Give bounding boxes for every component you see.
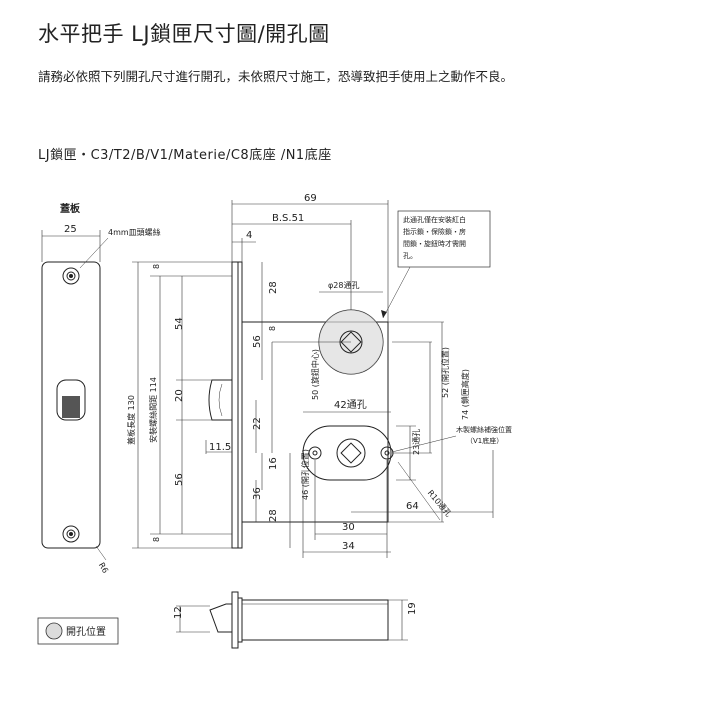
top-dimensions: 69 B.S.51 4 φ28通孔 — [231, 193, 389, 322]
bottom-screw — [62, 525, 80, 543]
dim-36: 36 — [252, 487, 263, 500]
legend-swatch — [45, 622, 63, 640]
dim-69: 69 — [304, 193, 317, 204]
faceplate-width: 25 — [64, 224, 77, 235]
dim-50: 50 (旋鈕中心) — [310, 349, 320, 400]
dim-46: 46 (開孔位置) — [300, 449, 310, 500]
latch-bolt — [208, 379, 233, 421]
dim-8-top: 8 — [152, 264, 161, 269]
dim-23: 23通孔 — [411, 429, 421, 455]
side-view: 12 19 — [173, 591, 418, 649]
faceplate-length: 蓋板長度 130 — [126, 395, 136, 445]
lower-oblong-hole — [302, 425, 392, 481]
dim-74: 74 (鎖匣高度) — [460, 369, 470, 420]
wood-screw-note: 木製螺絲補強位置 （V1底座） — [391, 425, 512, 453]
dim-42: 42通孔 — [334, 399, 367, 411]
screw-label: 4mm皿頭螺絲 — [108, 227, 161, 237]
faceplate-label: 蓋板 — [60, 202, 81, 215]
note-line-2: 指示鎖・保險鎖・房 — [403, 227, 466, 236]
dim-8-bottom: 8 — [152, 537, 161, 542]
dim-30: 30 — [342, 522, 355, 533]
page-subtitle: 請務必依照下列開孔尺寸進行開孔，未依照尺寸施工，恐導致把手使用上之動作不良。 — [38, 69, 514, 84]
bottom-dimensions: 42通孔 30 34 64 R10通孔 23通孔 — [302, 399, 493, 558]
dim-52: 52 (開孔位置) — [440, 347, 450, 398]
dim-4: 4 — [246, 230, 252, 241]
dim-28-bottom: 28 — [268, 509, 279, 522]
dim-22: 22 — [252, 417, 263, 430]
note-line-4: 孔。 — [403, 252, 417, 260]
top-screw — [62, 267, 80, 285]
faceplate-outline — [41, 261, 101, 549]
dim-backset: B.S.51 — [272, 213, 304, 224]
dim-16: 16 — [268, 457, 279, 470]
dim-phi28: φ28通孔 — [328, 280, 359, 290]
legend: 開孔位置 — [37, 617, 119, 645]
front-edge — [231, 261, 239, 549]
case-side — [241, 599, 389, 641]
wood-note-line-1: 木製螺絲補強位置 — [456, 425, 512, 434]
note-line-3: 間鎖・旋鈕時才需開 — [403, 239, 466, 248]
page-title: 水平把手 LJ鎖匣尺寸圖/開孔圖 — [38, 22, 330, 46]
latch-side — [209, 603, 233, 633]
dim-56-mid: 56 — [252, 335, 263, 348]
dim-64: 64 — [406, 501, 419, 512]
screw-pitch: 安裝螺絲間距 114 — [148, 377, 158, 443]
dim-11-5: 11.5 — [209, 442, 231, 453]
model-line: LJ鎖匣・C3/T2/B/V1/Materie/C8底座 /N1底座 — [38, 148, 332, 163]
note-line-1: 此通孔僅在安裝紅白 — [403, 215, 466, 224]
dim-20: 20 — [174, 389, 185, 402]
latch-opening — [56, 379, 86, 421]
left-dimensions: 8 54 20 56 8 11.5 — [150, 261, 233, 549]
faceplate-view: 蓋板 25 4mm皿頭螺絲 R6 蓋板長度 130 安裝螺絲間距 114 — [41, 202, 161, 575]
dim-19: 19 — [407, 602, 418, 615]
dim-r10: R10通孔 — [426, 488, 454, 519]
wood-note-line-2: （V1底座） — [466, 436, 503, 445]
dim-8-mid: 8 — [268, 326, 277, 331]
dim-34: 34 — [342, 541, 355, 552]
inner-dimensions: 28 56 8 50 (旋鈕中心) 22 16 36 28 46 (開孔位置) — [252, 262, 351, 548]
through-hole-note: 此通孔僅在安裝紅白 指示鎖・保險鎖・房 間鎖・旋鈕時才需開 孔。 — [381, 210, 491, 319]
legend-label: 開孔位置 — [66, 625, 106, 638]
right-dimensions: 52 (開孔位置) 74 (鎖匣高度) — [388, 321, 494, 523]
dim-12: 12 — [173, 606, 184, 619]
dim-56-left: 56 — [174, 473, 185, 486]
radius-label: R6 — [97, 561, 110, 575]
dim-54: 54 — [174, 317, 185, 330]
dim-28-top: 28 — [268, 281, 279, 294]
